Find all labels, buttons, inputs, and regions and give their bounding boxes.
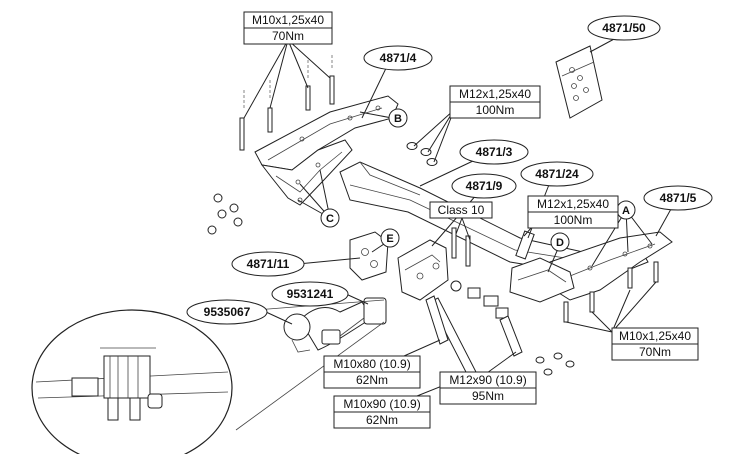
bolts-bottom: [425, 295, 575, 377]
callout-letter: E: [386, 233, 393, 245]
bolts-right: [563, 261, 659, 323]
part-label-text: 4871/11: [247, 257, 290, 271]
bracket-center: [397, 239, 449, 301]
part-label-text: 9535067: [204, 305, 251, 319]
callout-a: A: [616, 200, 636, 220]
spec-torque: 70Nm: [272, 29, 304, 43]
wiring-kit-bag: [555, 45, 603, 119]
part-label-text: 4871/3: [476, 145, 513, 159]
detail-magnifier: [31, 299, 385, 454]
spec-torque: 70Nm: [639, 345, 671, 359]
spec-torque: 62Nm: [366, 413, 398, 427]
spec-box-m12-mid: M12x1,25x40 100Nm: [527, 195, 619, 229]
callout-letter: C: [326, 213, 334, 225]
part-label-4871-3: 4871/3: [459, 139, 529, 165]
washer-stack-center: [450, 280, 509, 319]
callout-d: D: [550, 232, 570, 252]
spec-box-m12x90: M12x90 (10.9) 95Nm: [439, 371, 537, 405]
bolts-top-center: [406, 142, 438, 166]
callout-e: E: [380, 228, 400, 248]
spec-box-m10x80: M10x80 (10.9) 62Nm: [323, 355, 421, 389]
spec-torque: 62Nm: [356, 373, 388, 387]
spec-torque: 95Nm: [472, 389, 504, 403]
spec-size: M12x1,25x40: [537, 197, 609, 211]
bracket-left-lower: [260, 139, 353, 206]
spec-size: M10x80 (10.9): [333, 357, 410, 371]
spec-class: Class 10: [438, 203, 485, 217]
nuts-left: [207, 193, 243, 235]
part-label-text: 4871/50: [602, 21, 646, 35]
part-label-9531241: 9531241: [271, 281, 349, 307]
spec-size: M10x1,25x40: [619, 329, 691, 343]
spec-box-m12-top: M12x1,25x40 100Nm: [449, 85, 541, 119]
part-label-4871-11: 4871/11: [231, 251, 305, 277]
part-label-4871-9: 4871/9: [451, 173, 517, 199]
callout-b: B: [388, 108, 408, 128]
part-label-text: 4871/24: [535, 167, 579, 181]
spec-size: M12x90 (10.9): [449, 373, 526, 387]
part-label-text: 4871/5: [660, 191, 697, 205]
part-label-4871-24: 4871/24: [520, 161, 594, 187]
part-label-4871-4: 4871/4: [363, 45, 433, 71]
spec-size: M12x1,25x40: [459, 87, 531, 101]
callout-letter: D: [556, 237, 564, 249]
part-label-9535067: 9535067: [186, 299, 268, 325]
part-label-4871-50: 4871/50: [587, 15, 661, 41]
spec-torque: 100Nm: [476, 103, 515, 117]
spec-torque: 100Nm: [554, 213, 593, 227]
mounting-plate: [349, 231, 389, 281]
spec-size: M10x1,25x40: [252, 13, 324, 27]
part-label-text: 9531241: [287, 287, 334, 301]
callout-c: C: [320, 208, 340, 228]
part-label-4871-5: 4871/5: [643, 185, 713, 211]
bolts-top-left: [239, 55, 335, 151]
bracket-d: [509, 230, 575, 303]
part-label-text: 4871/4: [380, 51, 417, 65]
callout-letter: A: [622, 205, 630, 217]
callout-letter: B: [394, 113, 402, 125]
spec-box-m10-right: M10x1,25x40 70Nm: [611, 327, 699, 361]
spec-size: M10x90 (10.9): [343, 397, 420, 411]
spec-box-m10x90: M10x90 (10.9) 62Nm: [333, 395, 431, 429]
spec-box-m10-top: M10x1,25x40 70Nm: [243, 11, 333, 45]
spec-box-class10: Class 10: [429, 201, 493, 219]
part-label-text: 4871/9: [466, 179, 503, 193]
electrical-socket: [321, 297, 387, 345]
